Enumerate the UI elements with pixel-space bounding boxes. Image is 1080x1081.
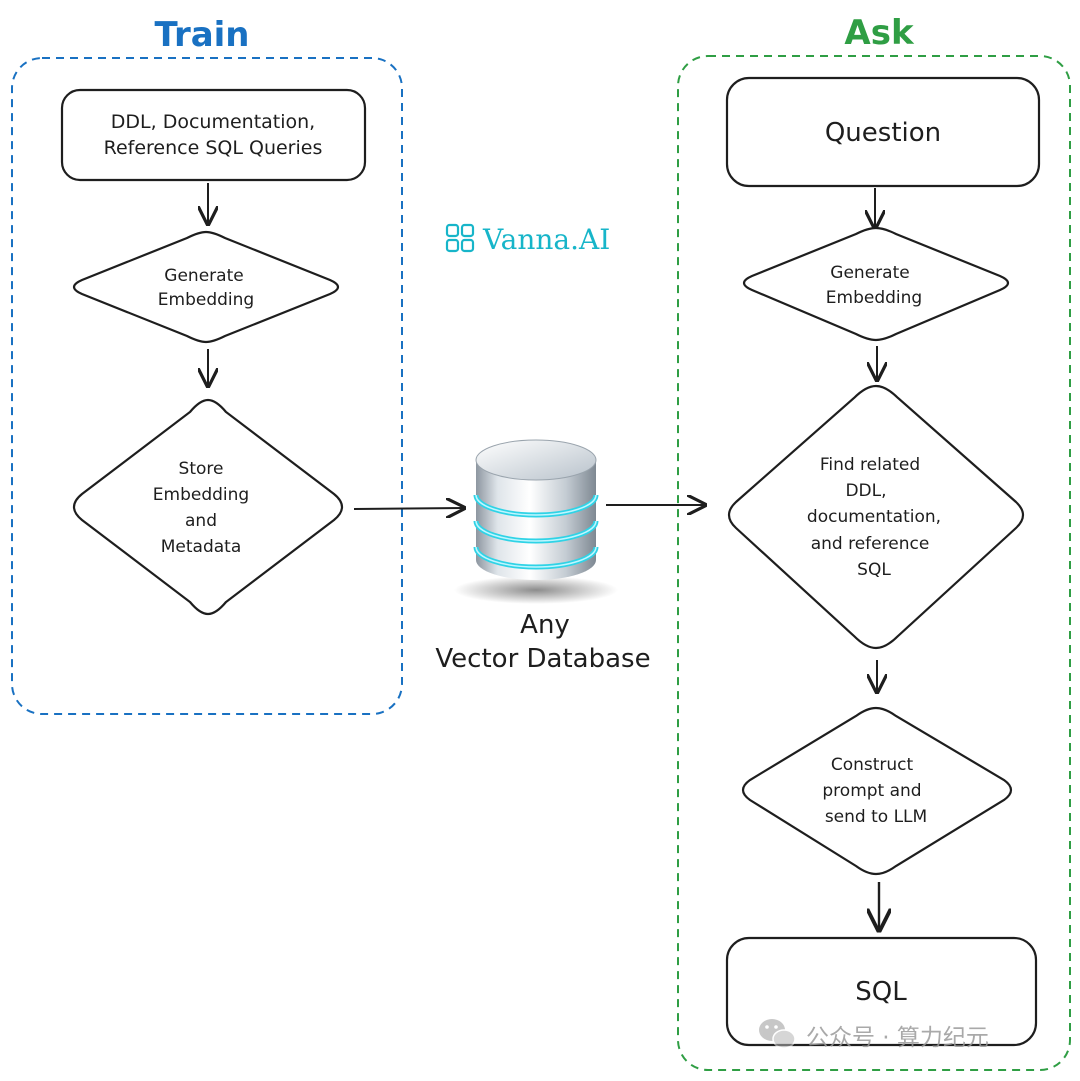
train-source-line-1: DDL, Documentation, — [111, 111, 315, 133]
ask-find-line-4: and reference — [811, 534, 930, 554]
ask-question-label: Question — [825, 118, 941, 148]
ask-group-border — [677, 55, 1071, 1071]
database-label-line-2: Vector Database — [435, 644, 650, 674]
train-source-box — [60, 88, 367, 182]
train-generate-line-1: Generate — [164, 266, 243, 286]
database-label-line-1: Any — [520, 610, 570, 640]
ask-find-line-1: Find related — [820, 455, 920, 475]
ask-find-line-3: documentation, — [807, 507, 941, 527]
ask-find-related-diamond — [727, 384, 1025, 650]
wechat-icon — [759, 1019, 796, 1049]
ask-generate-line-1: Generate — [830, 263, 909, 283]
ask-title: Ask — [844, 13, 915, 53]
ask-construct-line-1: Construct — [831, 755, 914, 775]
brand-name: Vanna.AI — [482, 223, 610, 256]
ask-construct-line-2: prompt and — [822, 781, 921, 801]
ask-construct-prompt-diamond — [741, 706, 1013, 876]
train-title: Train — [154, 15, 249, 55]
ask-find-line-5: SQL — [857, 560, 891, 580]
train-generate-line-2: Embedding — [158, 290, 254, 310]
train-store-line-1: Store — [179, 459, 224, 479]
ask-construct-line-3: send to LLM — [825, 807, 927, 827]
train-to-database-arrow — [353, 508, 464, 509]
vanna-logo-icon — [445, 223, 475, 253]
database-cylinder-icon — [454, 439, 618, 604]
ask-generate-embedding-diamond — [742, 226, 1010, 342]
train-store-embedding-diamond — [72, 398, 344, 616]
ask-find-line-2: DDL, — [845, 481, 886, 501]
train-store-line-2: Embedding — [153, 485, 249, 505]
ask-question-box — [725, 76, 1041, 188]
ask-sql-box — [725, 936, 1038, 1047]
train-store-line-3: and — [185, 511, 217, 531]
train-group-border — [11, 57, 403, 715]
train-store-line-4: Metadata — [161, 537, 242, 557]
ask-generate-line-2: Embedding — [826, 288, 922, 308]
train-generate-embedding-diamond — [72, 230, 340, 344]
watermark-text: 公众号 · 算力纪元 — [806, 1025, 989, 1051]
ask-sql-label: SQL — [855, 977, 907, 1007]
train-source-line-2: Reference SQL Queries — [104, 137, 323, 159]
